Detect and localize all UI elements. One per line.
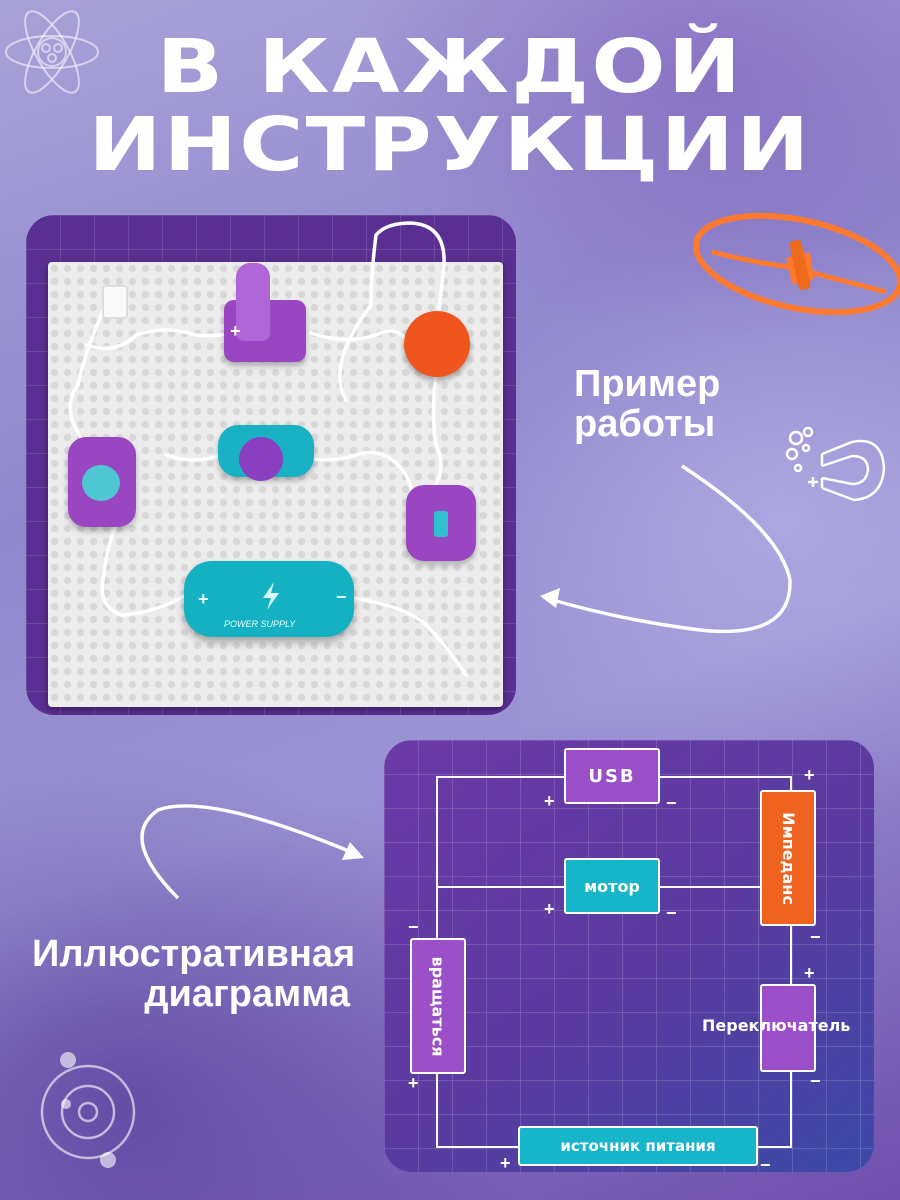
motor-plus: + [544,899,555,919]
fan-hub [239,437,283,481]
rotate-component: вращаться [410,938,466,1074]
power-plus: + [500,1153,511,1172]
lightning-icon [263,582,279,610]
impedance-component: Импеданс [760,790,816,926]
switch-slider [434,511,448,537]
diagram-caption: Иллюстративная диаграмма [32,933,356,1015]
diagram-caption-line-1: Иллюстративная [32,933,356,975]
curved-arrow-icon [540,464,792,634]
impedance-label: Импеданс [778,811,798,905]
atom-icon [5,10,99,94]
rotate-minus: − [408,917,419,937]
power-supply-label: POWER SUPPLY [224,619,296,629]
joystick-handle [236,263,270,341]
circuit-diagram: USB мотор Импеданс вращаться Переключате… [384,740,874,1172]
propeller-icon [692,212,900,316]
switch-minus: − [810,1071,821,1091]
usb-label: USB [588,765,636,787]
orbit-icon [40,1052,136,1168]
usb-minus: − [666,793,677,813]
usb-plus: + [544,791,555,811]
power-supply-minus: − [336,587,347,607]
magnet-icon [785,426,886,502]
rotate-label: вращаться [428,955,448,1057]
switch-label: Переключатель [702,1016,851,1035]
switch-plus: + [804,963,815,983]
power-supply-diagram-label: источник питания [560,1137,716,1155]
diagram-caption-line-2: диаграмма [144,973,350,1015]
orange-button-module [404,311,470,377]
usb-plug [102,285,128,319]
power-supply-module [184,561,354,637]
headline-line-2: ИНСТРУКЦИИ [88,102,812,188]
sensor-window [82,465,120,501]
usb-component: USB [564,748,660,804]
headline-line-1: В КАЖДОЙ [156,24,744,110]
example-photo: + + − POWER SUPPLY [26,215,516,715]
switch-component [760,984,816,1072]
power-minus: − [760,1155,771,1172]
example-caption-line-1: Пример [574,363,721,405]
motor-component: мотор [564,858,660,914]
motor-minus: − [666,903,677,923]
wire-right [790,776,792,1148]
motor-label: мотор [584,876,640,896]
headline: В КАЖДОЙ ИНСТРУКЦИИ [0,28,900,184]
example-caption: Пример работы [574,364,720,444]
rotate-plus: + [408,1073,419,1093]
curved-arrow-icon [140,804,364,900]
power-supply-plus: + [198,589,209,609]
impedance-plus: + [804,765,815,785]
power-supply-component: источник питания [518,1126,758,1166]
example-caption-line-2: работы [574,403,716,445]
joystick-plus: + [230,321,241,341]
impedance-minus: − [810,927,821,947]
